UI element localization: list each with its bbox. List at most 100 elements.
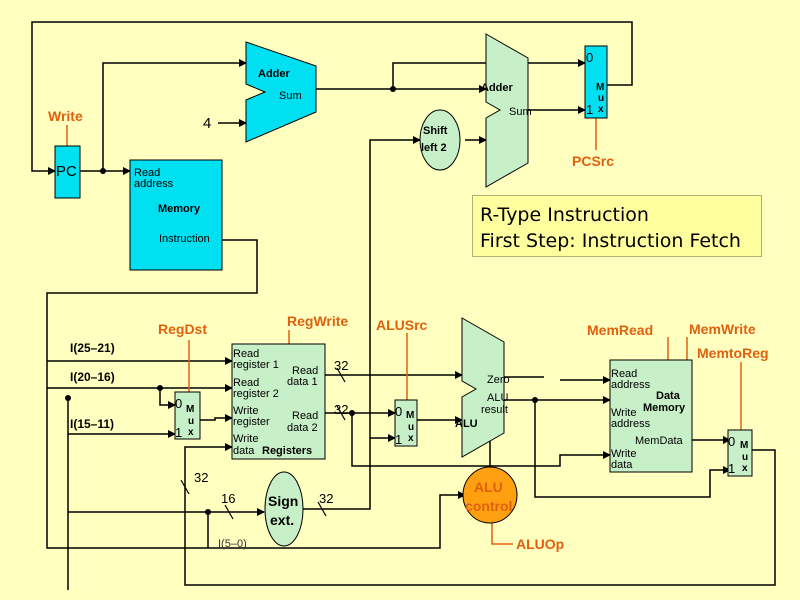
dm-wdata-a: Write xyxy=(611,448,636,460)
wire-writeback xyxy=(184,443,776,586)
alu-result: result xyxy=(481,404,508,416)
shift-line1: Shift xyxy=(423,125,448,137)
sign-line2: ext. xyxy=(270,512,294,528)
pc-register xyxy=(54,145,81,199)
alusrc-mux-0: 0 xyxy=(395,404,402,419)
bus-slash-rd2 xyxy=(336,405,346,421)
field-25-21: I(25–21) xyxy=(70,341,115,355)
bus-slash-se32 xyxy=(317,501,327,517)
alu-shape xyxy=(461,317,505,458)
alu-alu: ALU xyxy=(487,392,508,404)
register-file xyxy=(231,343,326,460)
alusrc-mux xyxy=(394,399,418,447)
wire-sum-to-mux0 xyxy=(316,59,586,90)
alusrc-mux-x: x xyxy=(408,433,414,444)
adder1-shape xyxy=(245,41,317,143)
alusrc-label: ALUSrc xyxy=(376,317,428,333)
const-four: 4 xyxy=(203,115,211,132)
bus-slash-wb32 xyxy=(180,479,190,495)
reg-title: Registers xyxy=(262,445,312,457)
junction-funct xyxy=(205,509,211,515)
step-note: R-Type Instruction First Step: Instructi… xyxy=(472,195,762,257)
regdst-mux-m: M xyxy=(186,404,194,415)
regdst-mux-1: 1 xyxy=(175,425,182,440)
memtoreg-mux-0: 0 xyxy=(728,434,735,449)
shift-left-2 xyxy=(419,109,461,171)
write-label: Write xyxy=(48,108,83,124)
wire-mux-to-pc xyxy=(31,21,633,175)
bus-32-wb: 32 xyxy=(194,470,208,485)
sign-line1: Sign xyxy=(268,493,298,509)
dm-wdata-b: data xyxy=(611,459,633,471)
reg-read2-b: register 2 xyxy=(233,388,279,400)
reg-rdata1-a: Read xyxy=(292,365,318,377)
reg-rdata2-b: data 2 xyxy=(287,422,318,434)
dm-memdata: MemData xyxy=(635,435,684,447)
memtoreg-mux-u: u xyxy=(742,452,748,463)
pc-mux-0: 0 xyxy=(586,50,593,65)
reg-write-a: Write xyxy=(233,405,258,417)
alusrc-mux-m: M xyxy=(406,410,414,421)
adder2-sum: Sum xyxy=(509,106,532,118)
dm-waddress: address xyxy=(611,418,651,430)
regwrite-label: RegWrite xyxy=(287,313,348,329)
reg-wdata-b: data xyxy=(233,445,255,457)
reg-write-b: register xyxy=(233,416,270,428)
aluctl-line1: ALU xyxy=(474,479,503,495)
note-line1: R-Type Instruction xyxy=(480,204,649,226)
reg-rdata1-b: data 1 xyxy=(287,376,318,388)
pc-label: PC xyxy=(56,163,77,180)
dm-read: Read xyxy=(611,368,637,380)
ctl-aluop xyxy=(491,520,513,545)
wire-instruction-bus xyxy=(46,239,258,549)
alusrc-mux-u: u xyxy=(408,422,414,433)
control-wires xyxy=(66,118,742,545)
alusrc-mux-1: 1 xyxy=(395,432,402,447)
data-memory xyxy=(609,359,693,473)
memtoreg-mux xyxy=(727,429,753,477)
junction-rd2 xyxy=(349,410,355,416)
junction-rd xyxy=(65,395,71,401)
imem-instruction: Instruction xyxy=(159,233,210,245)
regdst-mux-x: x xyxy=(188,427,194,438)
adder1-sum: Sum xyxy=(279,90,302,102)
pc-mux-1: 1 xyxy=(586,102,593,117)
reg-read2-a: Read xyxy=(233,377,259,389)
pcsrc-label: PCSrc xyxy=(572,153,614,169)
field-15-11: I(15–11) xyxy=(70,417,114,431)
imem-address: address xyxy=(134,178,174,190)
adder2-label: Adder xyxy=(481,82,514,94)
regdst-mux-0: 0 xyxy=(175,396,182,411)
bus-slash-imm16 xyxy=(224,504,234,520)
reg-rdata2-a: Read xyxy=(292,410,318,422)
memtoreg-mux-1: 1 xyxy=(728,461,735,476)
bus-32-se: 32 xyxy=(319,491,333,506)
aluop-label: ALUOp xyxy=(516,536,564,552)
reg-read1-b: register 1 xyxy=(233,359,279,371)
bus-32-rd2: 32 xyxy=(334,402,348,417)
wire-result-bypass xyxy=(534,400,731,498)
reg-read1-a: Read xyxy=(233,348,259,360)
junction-rt xyxy=(157,385,163,391)
junction-pc xyxy=(100,168,106,174)
wire-rd2-to-dm xyxy=(351,413,611,467)
instruction-memory xyxy=(129,159,223,271)
dm-title2: Memory xyxy=(643,402,686,414)
dm-address: address xyxy=(611,379,651,391)
pc-mux-x: x xyxy=(598,104,604,115)
field-20-16: I(20–16) xyxy=(70,370,115,384)
dm-write: Write xyxy=(611,407,636,419)
wire-rt-to-mux xyxy=(159,388,176,409)
field-5-0: I(5–0) xyxy=(218,538,247,550)
junctions xyxy=(65,86,538,515)
pc-mux-u: u xyxy=(598,93,604,104)
aluctl-line2: control xyxy=(465,498,512,514)
imem-read: Read xyxy=(134,167,160,179)
memread-label: MemRead xyxy=(587,322,653,338)
memtoreg-mux-m: M xyxy=(740,440,748,451)
memtoreg-mux-x: x xyxy=(742,463,748,474)
junction-result xyxy=(532,397,538,403)
reg-wdata-a: Write xyxy=(233,433,258,445)
pc-mux xyxy=(584,45,608,119)
note-line2: First Step: Instruction Fetch xyxy=(480,230,741,252)
